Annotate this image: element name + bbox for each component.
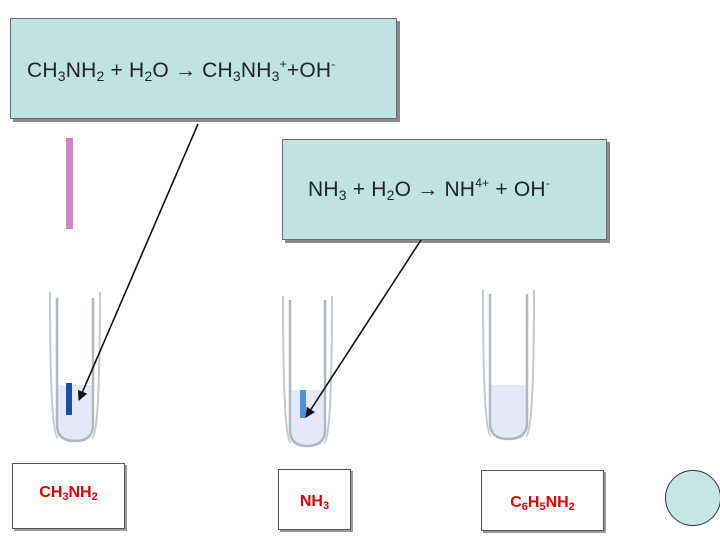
test-tube-ammonia	[282, 295, 333, 448]
label-aniline: C6H5NH2	[481, 470, 604, 531]
pointer-arrow-methylamine	[77, 123, 199, 401]
action-button-circle[interactable]	[665, 470, 720, 526]
tube2-glass	[288, 300, 327, 448]
methylamine-equation: CH3NH2 + H2O → CH3NH3++OH-	[27, 57, 336, 84]
label-methylamine-text: CH3NH2	[39, 484, 98, 503]
pointer-arrow-ammonia	[305, 239, 422, 418]
tube1-ph-paper	[66, 383, 72, 415]
tube2-ph-paper	[300, 390, 306, 418]
ammonia-equation: NH3 + H2O → NH4+ + OH-	[308, 176, 550, 203]
ammonia-equation-callout: NH3 + H2O → NH4+ + OH-	[282, 139, 607, 240]
test-tube-aniline	[482, 289, 535, 441]
test-tube-methylamine	[49, 291, 101, 443]
label-methylamine: CH3NH2	[12, 463, 125, 529]
tube3-glass	[488, 294, 529, 441]
ph-paper-strip-icon	[66, 138, 73, 229]
label-ammonia-text: NH3	[299, 493, 330, 512]
methylamine-equation-callout: CH3NH2 + H2O → CH3NH3++OH-	[10, 18, 397, 119]
label-aniline-text: C6H5NH2	[510, 494, 575, 513]
tube1-liquid	[58, 385, 92, 440]
label-ammonia: NH3	[278, 469, 351, 530]
tube1-glass	[55, 298, 95, 443]
tube3-liquid	[491, 385, 526, 438]
